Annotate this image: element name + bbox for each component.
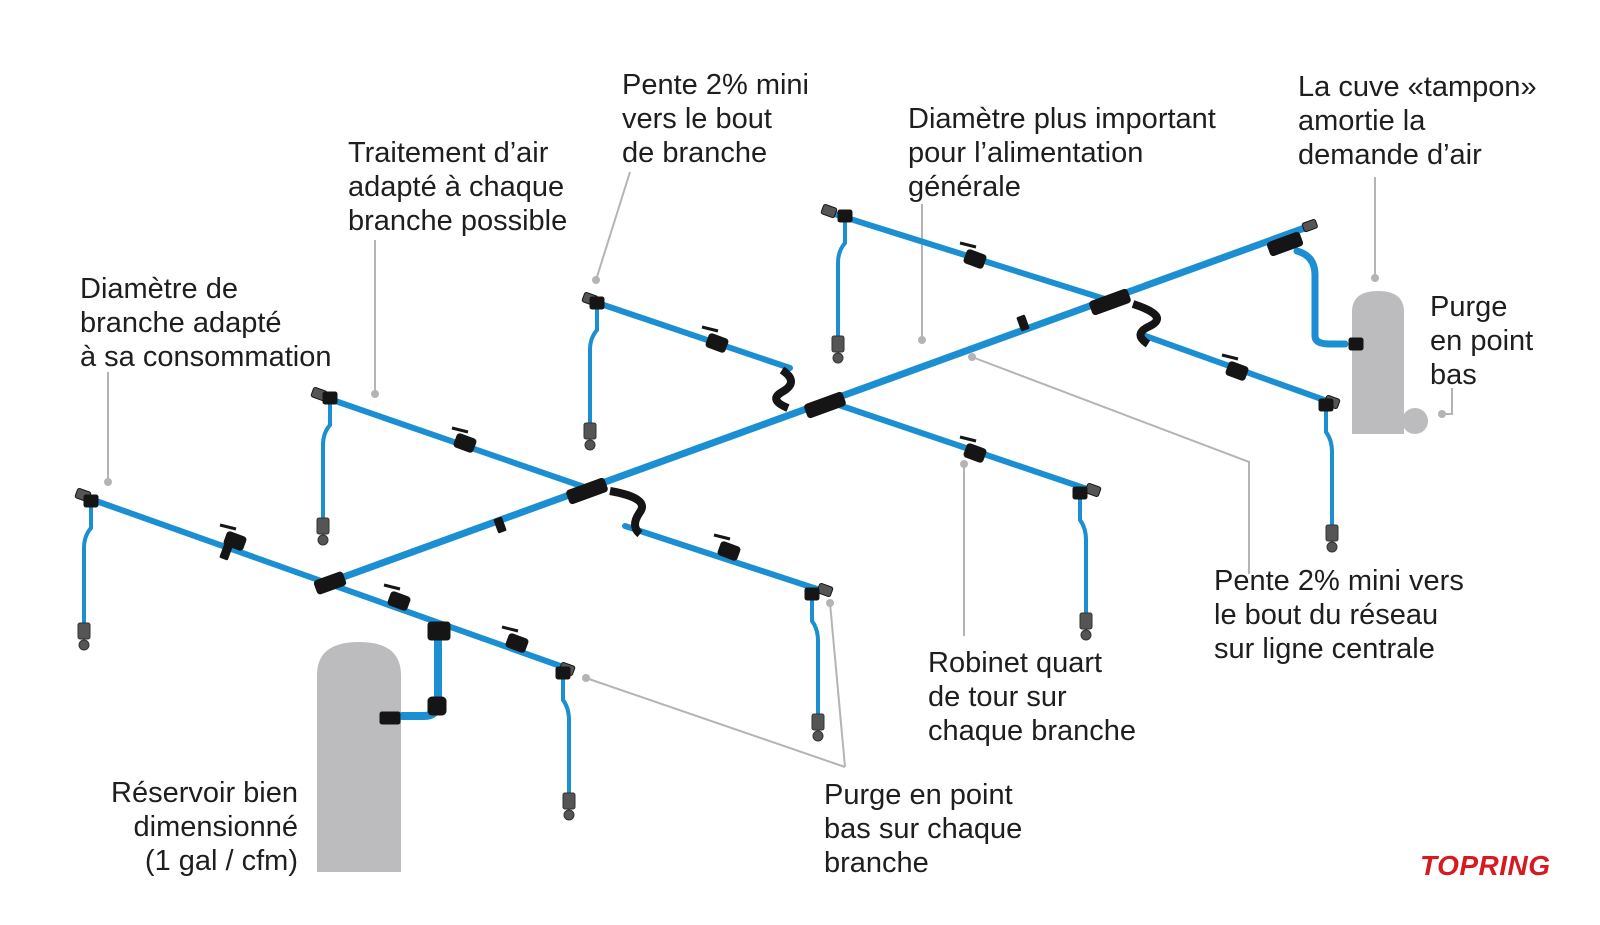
label-quarter-valve: Robinet quart de tour sur chaque branche (928, 647, 1136, 747)
label-air-treatment: Traitement d’air adapté à chaque branche… (348, 137, 568, 237)
label-reservoir: Réservoir bien dimensionné (1 gal / cfm) (111, 777, 298, 877)
label-buffer-tank: La cuve «tampon» amortie la demande d’ai… (1298, 71, 1537, 171)
branch-pipe-2 (622, 523, 823, 593)
main-reservoir-tank (317, 642, 401, 872)
label-branch-diameter: Diamètre de branche adapté à sa consomma… (80, 273, 332, 373)
leader-lines (107, 171, 1453, 768)
buffer-feed-pipe (1293, 247, 1349, 348)
label-low-purge: Purge en point bas (1430, 291, 1534, 391)
drop-pipe-5 (561, 673, 571, 797)
drop-pipe-1 (82, 501, 93, 627)
branch-pipe-1 (315, 392, 593, 492)
drain-valve (77, 335, 1339, 821)
label-slope-branch: Pente 2% mini vers le bout de branche (622, 69, 809, 169)
label-branch-purge: Purge en point bas sur chaque branche (824, 779, 1023, 879)
buffer-tank-purge (1402, 408, 1428, 434)
topring-logo: TOPRING (1420, 850, 1551, 881)
branch-pipe-3 (586, 297, 793, 371)
leader-dots (104, 274, 1446, 682)
drop-pipe-8 (1324, 405, 1334, 529)
drop-pipe-7 (1078, 493, 1088, 617)
drop-pipe-4 (836, 216, 847, 340)
drop-pipe-6 (810, 594, 820, 718)
label-slope-main: Pente 2% mini vers le bout du réseau sur… (1214, 565, 1464, 665)
label-main-diameter: Diamètre plus important pour l’alimentat… (908, 103, 1216, 203)
drop-pipe-3 (588, 303, 599, 427)
drop-pipe-2 (321, 398, 332, 522)
fittings (74, 203, 1364, 821)
quarter-turn-valve (219, 241, 1249, 653)
buffer-tank (1352, 291, 1404, 434)
branch-pipe-4 (827, 399, 1093, 493)
